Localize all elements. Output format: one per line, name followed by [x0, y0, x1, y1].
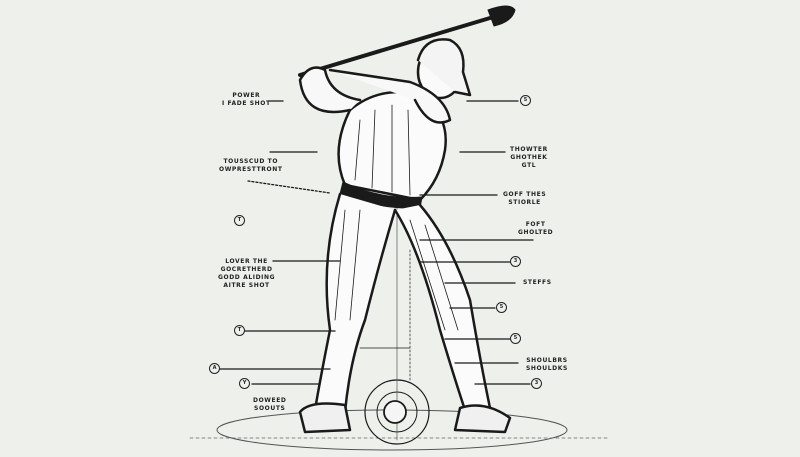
label-steffs: STEFFS: [523, 279, 552, 286]
label-power-fade: POWER I FADE SHOT: [222, 92, 271, 107]
marker-right-2: 3: [510, 256, 521, 267]
right-arm: [328, 68, 452, 124]
cap: [416, 38, 472, 97]
marker-right-5: 3: [531, 378, 542, 389]
label-shoulders: SHOULBRS SHOULDKS: [526, 357, 568, 372]
label-foft: FOFT GHOLTED: [518, 221, 554, 236]
left-shoe: [298, 402, 352, 434]
golf-ball: [383, 400, 407, 424]
club-head: [487, 5, 516, 27]
golf-club: [298, 16, 492, 77]
marker-left-4: Y: [239, 378, 250, 389]
left-leg: [313, 192, 397, 414]
leader-lines: [219, 100, 534, 385]
marker-left-3: A: [209, 363, 220, 374]
label-goff: GOFF THES STIORLE: [503, 191, 547, 206]
label-lover: LOVER THE GOCRETHERD GODD ALIDING AITRE …: [218, 258, 276, 289]
marker-left-2: T: [234, 325, 245, 336]
label-thowter: THOWTER GHOTHEK GTL: [510, 146, 548, 169]
marker-right-1: 5: [520, 95, 531, 106]
marker-left-1: T: [234, 215, 245, 226]
label-dowered: DOWEED SOOUTS: [253, 397, 287, 412]
left-arm: [298, 66, 362, 114]
marker-right-4: 5: [510, 333, 521, 344]
marker-right-3: 5: [496, 302, 507, 313]
label-touscud: TOUSSCUD TO OWPRESTTRONT: [219, 158, 283, 173]
right-shoe: [453, 404, 512, 434]
